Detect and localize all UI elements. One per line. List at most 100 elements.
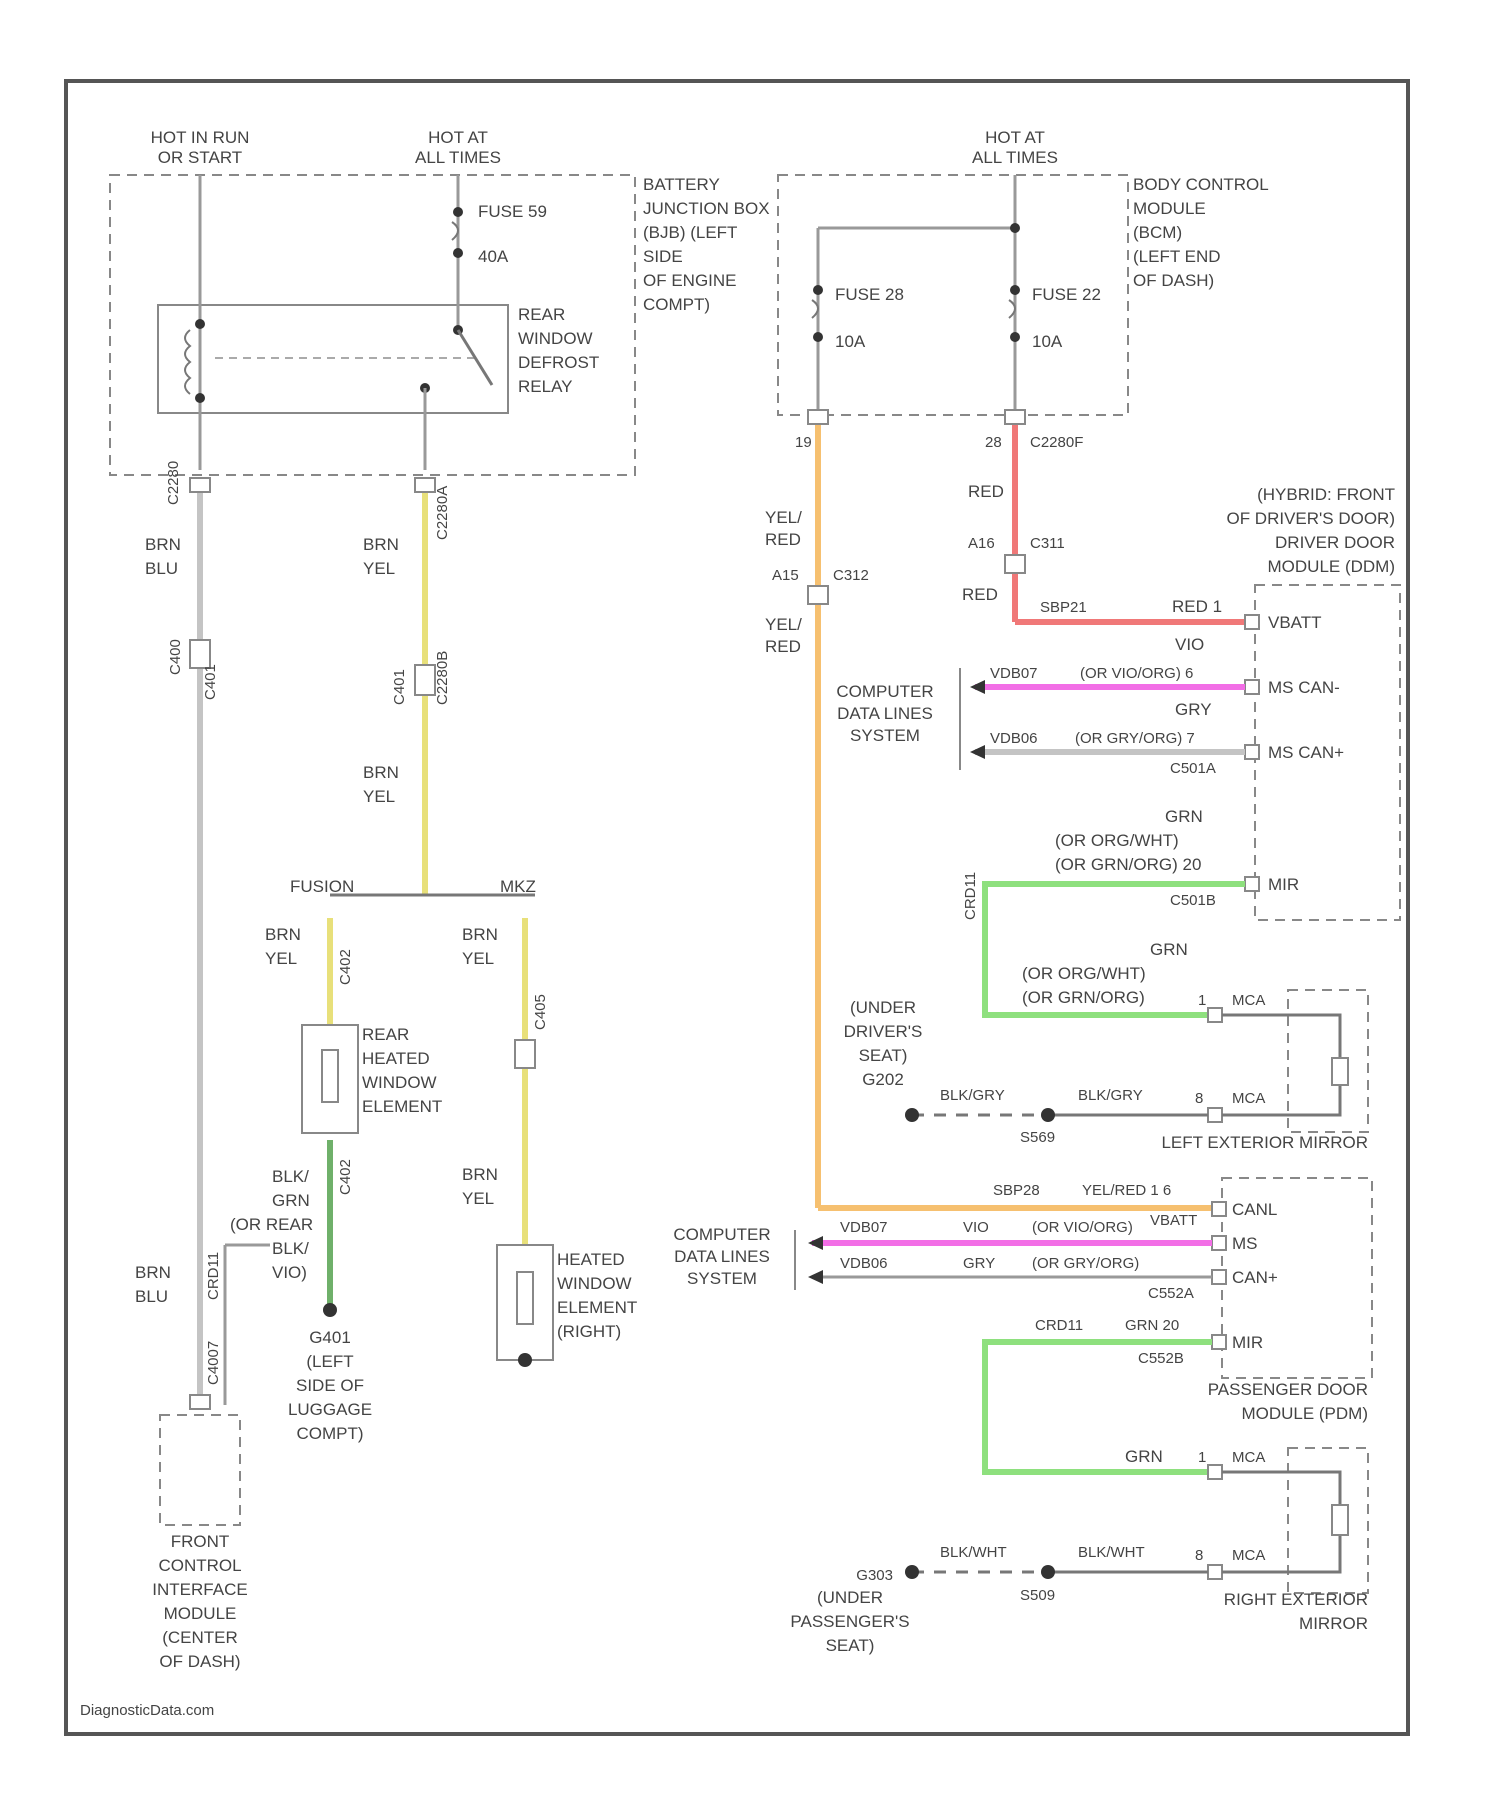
g202-label: G202 bbox=[862, 1070, 904, 1089]
or-grn-org-2-label: (OR GRN/ORG) bbox=[1022, 988, 1145, 1007]
hot-all-times-left-2: ALL TIMES bbox=[415, 148, 501, 167]
grn-20-label: GRN 20 bbox=[1125, 1317, 1179, 1334]
rear-heated-window-2: HEATED bbox=[362, 1049, 430, 1068]
fuse22-terminal-bottom bbox=[1010, 332, 1020, 342]
ms-can-plus-label: MS CAN+ bbox=[1268, 743, 1344, 762]
vdb06-arrow-pdm bbox=[808, 1270, 823, 1284]
right-mirror-lead-top bbox=[1222, 1472, 1340, 1505]
c401-label-left: C401 bbox=[202, 664, 219, 700]
a15-label: A15 bbox=[772, 567, 799, 584]
c402-label: C402 bbox=[337, 949, 354, 985]
under-pass-seat-2: PASSENGER'S bbox=[790, 1612, 909, 1631]
vdb07-arrow-ddm bbox=[970, 680, 985, 694]
s509-splice bbox=[1041, 1565, 1055, 1579]
or-rear-label-2: BLK/ bbox=[272, 1239, 309, 1258]
c2280b-label: C2280B bbox=[434, 651, 451, 705]
brn-blu-label-1a: BRN bbox=[145, 535, 181, 554]
pdm-label-2: MODULE (PDM) bbox=[1241, 1404, 1368, 1423]
brn-yel-label-2b: YEL bbox=[363, 787, 395, 806]
or-rear-label-3: VIO) bbox=[272, 1263, 307, 1282]
bcm-label-5: OF DASH) bbox=[1133, 271, 1214, 290]
fuse22-rating: 10A bbox=[1032, 332, 1063, 351]
brn-blu-label-2b: BLU bbox=[135, 1287, 168, 1306]
vdb07-label-2: VDB07 bbox=[840, 1219, 888, 1236]
vio-label: VIO bbox=[1175, 635, 1204, 654]
c501b-label: C501B bbox=[1170, 892, 1216, 909]
fuse59-terminal-top bbox=[453, 207, 463, 217]
g401-ground-point bbox=[323, 1303, 337, 1317]
bjb-label-2: JUNCTION BOX bbox=[643, 199, 770, 218]
left-mirror-heater-symbol bbox=[1332, 1058, 1348, 1085]
ddm-vbatt-pin bbox=[1245, 615, 1259, 629]
cdls-2-line3: SYSTEM bbox=[687, 1269, 757, 1288]
blk-gry-label-2: BLK/GRY bbox=[1078, 1087, 1143, 1104]
c402-label-lower: C402 bbox=[337, 1159, 354, 1195]
grn-label-1: GRN bbox=[1165, 807, 1203, 826]
bcm-pin-28 bbox=[1005, 410, 1025, 424]
bcm-label-1: BODY CONTROL bbox=[1133, 175, 1269, 194]
footer-watermark: DiagnosticData.com bbox=[80, 1702, 214, 1719]
fcim-label-3: INTERFACE bbox=[152, 1580, 247, 1599]
under-pass-seat-3: SEAT) bbox=[826, 1636, 875, 1655]
cdls-1-line1: COMPUTER bbox=[836, 682, 933, 701]
or-rear-label-1: (OR REAR bbox=[230, 1215, 313, 1234]
rear-heated-window-element-box bbox=[302, 1025, 358, 1133]
heated-window-right-3: ELEMENT bbox=[557, 1298, 637, 1317]
brn-yel-label-1b: YEL bbox=[363, 559, 395, 578]
right-mirror-mca-pin-1 bbox=[1208, 1465, 1222, 1479]
yel-red-1-6-label: YEL/RED 1 6 bbox=[1082, 1182, 1171, 1199]
hot-run-start-label-2: OR START bbox=[158, 148, 242, 167]
heated-window-right-2: WINDOW bbox=[557, 1274, 632, 1293]
ddm-label-2: OF DRIVER'S DOOR) bbox=[1226, 509, 1395, 528]
vbatt-label: VBATT bbox=[1268, 613, 1322, 632]
mir-label: MIR bbox=[1268, 875, 1299, 894]
pin-1b-label: 1 bbox=[1198, 1449, 1206, 1466]
g303-ground bbox=[905, 1565, 919, 1579]
c400-connector bbox=[190, 640, 210, 668]
brn-blu-label-1b: BLU bbox=[145, 559, 178, 578]
yel-red-label-2b: RED bbox=[765, 637, 801, 656]
grn-3-label: GRN bbox=[1125, 1447, 1163, 1466]
fcim-outline bbox=[160, 1415, 240, 1525]
vbatt-2-label: VBATT bbox=[1150, 1212, 1197, 1229]
crd11-label-3: CRD11 bbox=[205, 1252, 222, 1300]
fuse28-label: FUSE 28 bbox=[835, 285, 904, 304]
fuse22-terminal-top bbox=[1010, 285, 1020, 295]
g401-label-2: (LEFT bbox=[306, 1352, 353, 1371]
relay-coil-terminal-bottom bbox=[195, 393, 205, 403]
left-mirror-mca-pin-8 bbox=[1208, 1108, 1222, 1122]
crd11-label-2: CRD11 bbox=[1035, 1317, 1083, 1334]
brn-yel-label-3a: BRN bbox=[265, 925, 301, 944]
blk-grn-label-1: BLK/ bbox=[272, 1167, 309, 1186]
ddm-label-4: MODULE (DDM) bbox=[1268, 557, 1396, 576]
c400-label: C400 bbox=[167, 639, 184, 675]
blk-wht-label-2: BLK/WHT bbox=[1078, 1544, 1145, 1561]
gry-2-label: GRY bbox=[963, 1255, 995, 1272]
blk-grn-label-2: GRN bbox=[272, 1191, 310, 1210]
ddm-mscan-minus-pin bbox=[1245, 680, 1259, 694]
fuse22-label: FUSE 22 bbox=[1032, 285, 1101, 304]
relay-label-3: DEFROST bbox=[518, 353, 599, 372]
left-exterior-mirror-label: LEFT EXTERIOR MIRROR bbox=[1161, 1133, 1368, 1152]
fuse59-terminal-bottom bbox=[453, 248, 463, 258]
c405-connector bbox=[515, 1040, 535, 1068]
fcim-label-1: FRONT bbox=[171, 1532, 230, 1551]
pdm-mir-pin bbox=[1212, 1335, 1226, 1349]
hot-all-times-left-1: HOT AT bbox=[428, 128, 488, 147]
ddm-mir-pin bbox=[1245, 877, 1259, 891]
c2280-pin-right bbox=[415, 478, 435, 492]
rear-heated-window-3: WINDOW bbox=[362, 1073, 437, 1092]
cdls-2-line2: DATA LINES bbox=[674, 1247, 770, 1266]
g303-label: G303 bbox=[856, 1567, 893, 1584]
left-mirror-lead-top bbox=[1222, 1015, 1340, 1058]
c405-label: C405 bbox=[532, 994, 549, 1030]
pin-19-label: 19 bbox=[795, 434, 812, 451]
c501a-label: C501A bbox=[1170, 760, 1216, 777]
bcm-pin-19 bbox=[808, 410, 828, 424]
gry-label: GRY bbox=[1175, 700, 1212, 719]
blk-gry-label-1: BLK/GRY bbox=[940, 1087, 1005, 1104]
mkz-label: MKZ bbox=[500, 877, 536, 896]
g202-ground bbox=[905, 1108, 919, 1122]
can-plus-label: CAN+ bbox=[1232, 1268, 1278, 1287]
mca-2-label: MCA bbox=[1232, 1090, 1265, 1107]
